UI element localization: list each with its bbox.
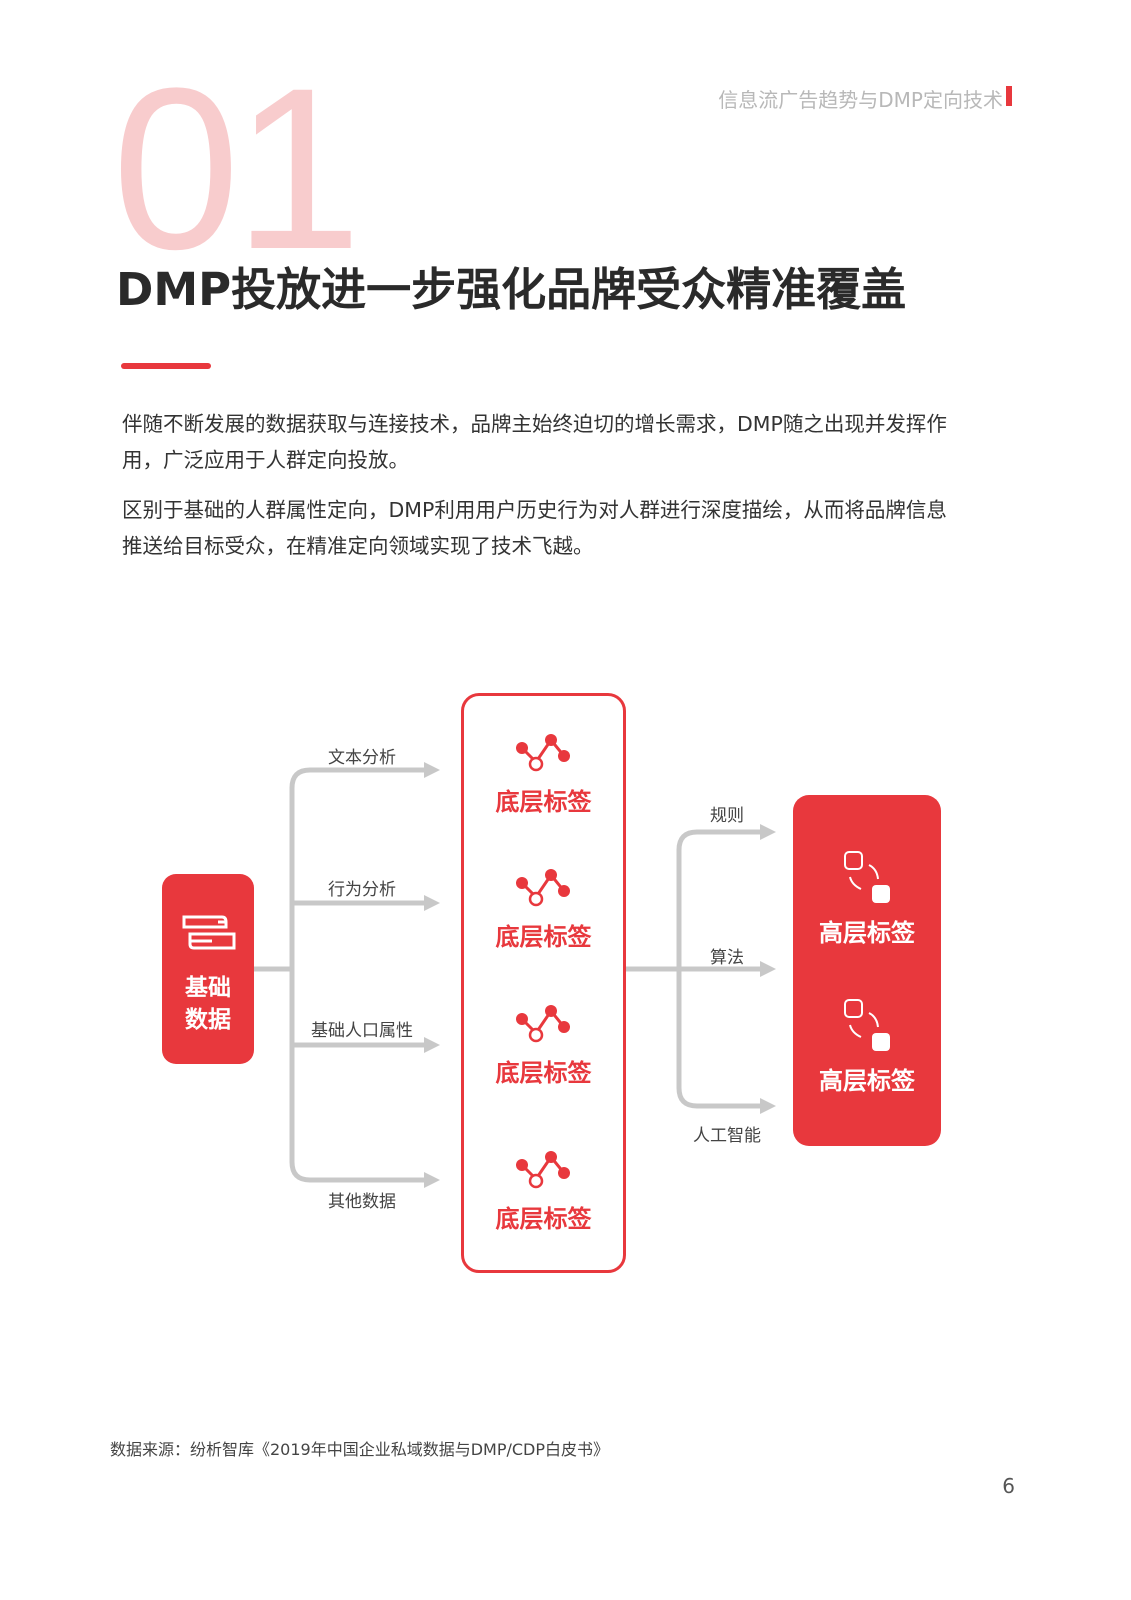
high-tags-panel: 高层标签 高层标签 bbox=[793, 795, 941, 1146]
paragraph: 伴随不断发展的数据获取与连接技术，品牌主始终迫切的增长需求，DMP随之出现并发挥… bbox=[122, 412, 947, 472]
line-chart-icon bbox=[515, 734, 570, 772]
arrow-head bbox=[424, 762, 440, 778]
arrow-head bbox=[424, 895, 440, 911]
line-chart-icon bbox=[515, 869, 570, 907]
page-number: 6 bbox=[1002, 1474, 1015, 1498]
title-underline bbox=[121, 363, 211, 369]
convert-icon bbox=[844, 999, 890, 1051]
arrow-head bbox=[760, 1098, 776, 1114]
base-data-node: 基础 数据 bbox=[162, 874, 254, 1064]
branch-label: 行为分析 bbox=[328, 880, 396, 900]
branch-label: 基础人口属性 bbox=[311, 1021, 413, 1041]
page-title: DMP投放进一步强化品牌受众精准覆盖 bbox=[116, 263, 907, 316]
connector-line bbox=[289, 767, 428, 1183]
low-tag: 底层标签 bbox=[464, 867, 623, 952]
line-chart-icon bbox=[515, 1151, 570, 1189]
low-tags-panel: 底层标签 底层标签 底层标签 底层标签 bbox=[461, 693, 626, 1273]
connector-line bbox=[676, 829, 764, 1109]
paragraph: 区别于基础的人群属性定向，DMP利用用户历史行为对人群进行深度描绘，从而将品牌信… bbox=[122, 498, 947, 558]
low-tag: 底层标签 bbox=[464, 732, 623, 817]
source-note: 数据来源：纷析智库《2019年中国企业私域数据与DMP/CDP白皮书》 bbox=[110, 1440, 610, 1459]
branch-label: 人工智能 bbox=[693, 1126, 761, 1146]
branch-label: 规则 bbox=[710, 806, 744, 826]
low-tag-label: 底层标签 bbox=[495, 1059, 592, 1087]
running-header: 信息流广告趋势与DMP定向技术 bbox=[718, 88, 1003, 112]
data-card-icon bbox=[182, 915, 236, 950]
branch-label: 文本分析 bbox=[328, 748, 396, 768]
low-tag-label: 底层标签 bbox=[495, 788, 592, 816]
base-label: 数据 bbox=[185, 1007, 231, 1033]
header-accent-bar bbox=[1006, 86, 1012, 106]
high-tag-label: 高层标签 bbox=[819, 1067, 915, 1095]
base-label: 基础 bbox=[185, 975, 231, 1001]
high-tag: 高层标签 bbox=[793, 849, 941, 948]
low-tag-label: 底层标签 bbox=[495, 1205, 592, 1233]
convert-icon bbox=[844, 851, 890, 903]
low-tag: 底层标签 bbox=[464, 1149, 623, 1234]
arrow-head bbox=[760, 824, 776, 840]
arrow-head bbox=[760, 961, 776, 977]
high-tag: 高层标签 bbox=[793, 997, 941, 1096]
section-number: 01 bbox=[112, 40, 362, 297]
arrow-head bbox=[424, 1172, 440, 1188]
arrow-head bbox=[424, 1037, 440, 1053]
high-tag-label: 高层标签 bbox=[819, 919, 915, 947]
branch-label: 算法 bbox=[710, 948, 744, 968]
branch-label: 其他数据 bbox=[328, 1192, 396, 1212]
line-chart-icon bbox=[515, 1005, 570, 1043]
low-tag: 底层标签 bbox=[464, 1003, 623, 1088]
low-tag-label: 底层标签 bbox=[495, 923, 592, 951]
